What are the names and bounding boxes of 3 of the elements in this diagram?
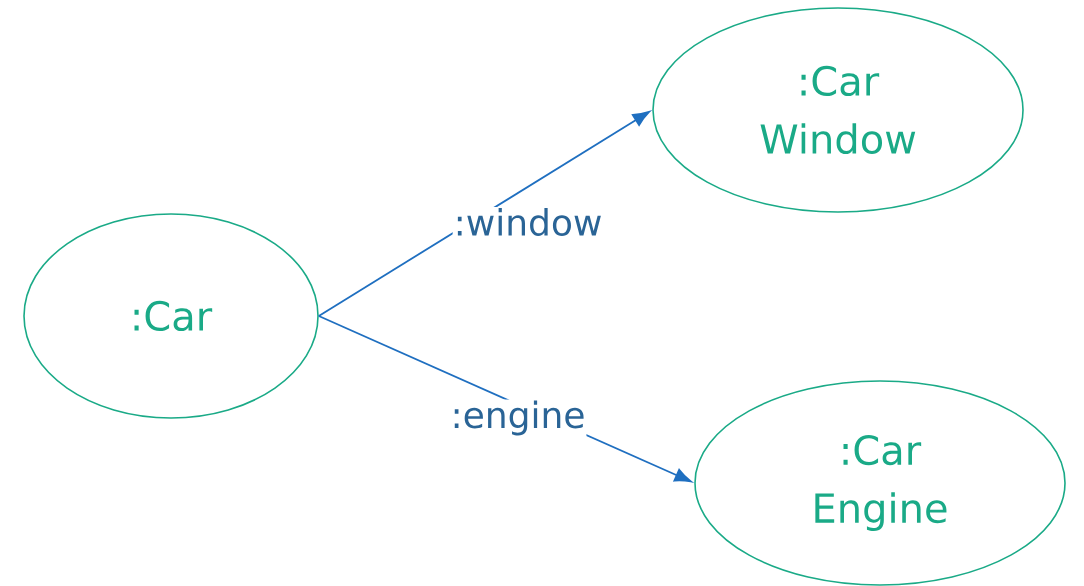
edge-label: :window — [452, 207, 604, 237]
edge-label: :engine — [449, 399, 587, 437]
arrow — [317, 111, 650, 317]
